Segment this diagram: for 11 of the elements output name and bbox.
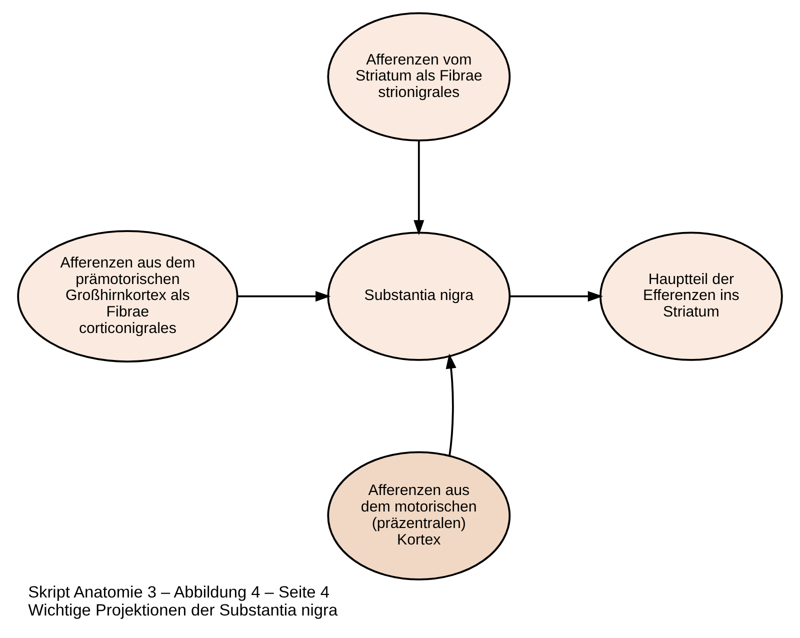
node-ellipse: Afferenzen vom Striatum als Fibrae strionigrales xyxy=(327,12,511,142)
node-ellipse: Substantia nigra xyxy=(327,232,511,361)
arrow xyxy=(237,291,331,302)
arrow xyxy=(414,140,424,236)
diagram-title: Skript Anatomie 3 – Abbildung 4 – Seite 4 xyxy=(28,584,330,602)
arrow xyxy=(510,291,604,302)
node-ellipse: Hauptteil der Efferenzen ins Striatum xyxy=(599,232,783,361)
node-ellipse: Afferenzen aus dem prämotorischen Großhirnkortex als Fibrae corticonigrales xyxy=(17,230,238,362)
caption: Wichtige Projektionen der Substantia nigra xyxy=(28,601,338,620)
node-ellipse: Afferenzen aus dem motorischen (präzentralen) Kortex xyxy=(327,451,511,580)
arrow xyxy=(446,353,456,456)
